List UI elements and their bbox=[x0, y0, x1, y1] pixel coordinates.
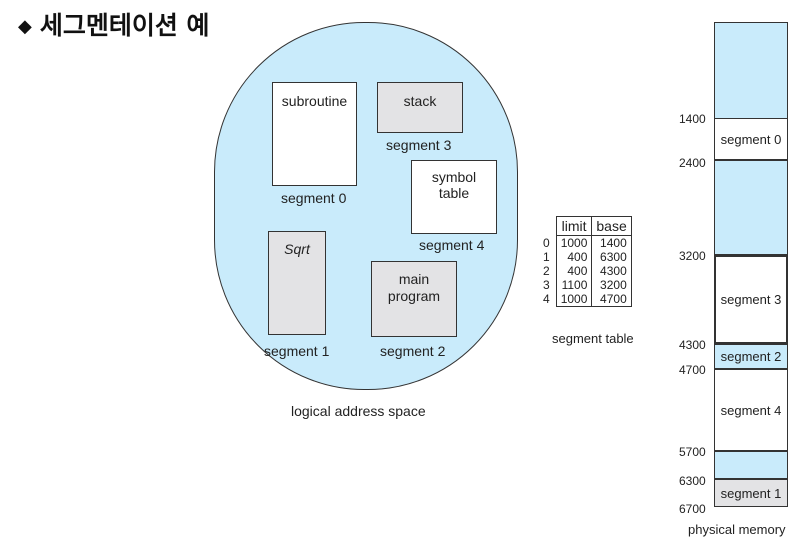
address-label: 4300 bbox=[679, 338, 706, 352]
segment-4-label: segment 4 bbox=[419, 237, 485, 253]
memory-segment-4: segment 4 bbox=[714, 369, 788, 451]
table-row: 1 400 6300 bbox=[543, 250, 632, 264]
segment-table-header-limit: limit bbox=[555, 216, 593, 236]
memory-segment-3: segment 3 bbox=[714, 255, 788, 344]
logical-address-space-caption: logical address space bbox=[291, 403, 426, 419]
segment-0-box: subroutine bbox=[272, 82, 357, 186]
address-label: 2400 bbox=[679, 156, 706, 170]
address-label: 5700 bbox=[679, 445, 706, 459]
segment-1-box: Sqrt bbox=[268, 231, 326, 335]
memory-segment-0: segment 0 bbox=[714, 118, 788, 160]
memory-free-block bbox=[714, 451, 788, 479]
address-label: 1400 bbox=[679, 112, 706, 126]
table-row: 4 1000 4700 bbox=[543, 292, 632, 307]
address-label: 4700 bbox=[679, 363, 706, 377]
segment-4-box: symbol table bbox=[411, 160, 497, 234]
address-label: 6300 bbox=[679, 474, 706, 488]
physical-memory-caption: physical memory bbox=[688, 522, 786, 537]
segment-0-label: segment 0 bbox=[281, 190, 347, 206]
address-label: 6700 bbox=[679, 502, 706, 516]
segment-2-box: main program bbox=[371, 261, 457, 337]
segment-3-box: stack bbox=[377, 82, 463, 133]
table-row: 2 400 4300 bbox=[543, 264, 632, 278]
segment-2-label: segment 2 bbox=[380, 343, 446, 359]
segment-3-label: segment 3 bbox=[386, 137, 452, 153]
segment-1-text: Sqrt bbox=[284, 241, 310, 257]
segment-3-text: stack bbox=[403, 93, 437, 109]
segment-table-header-base: base bbox=[591, 216, 632, 236]
memory-segment-1: segment 1 bbox=[714, 479, 788, 507]
table-row: 0 1000 1400 bbox=[543, 235, 632, 250]
memory-segment-2: segment 2 bbox=[714, 344, 788, 369]
diamond-bullet-icon: ◆ bbox=[18, 16, 32, 37]
memory-free-block bbox=[714, 22, 788, 119]
table-row: 3 1100 3200 bbox=[543, 278, 632, 292]
memory-free-block bbox=[714, 160, 788, 255]
segment-1-label: segment 1 bbox=[264, 343, 330, 359]
title-text: 세그멘테이션 예 bbox=[39, 11, 210, 40]
address-label: 3200 bbox=[679, 249, 706, 263]
segment-table-caption: segment table bbox=[552, 331, 634, 346]
segment-table: limit base 0 1000 1400 1 400 6300 2 400 … bbox=[543, 216, 632, 307]
segment-0-text: subroutine bbox=[281, 93, 348, 109]
slide-title: ◆ 세그멘테이션 예 bbox=[18, 6, 210, 42]
